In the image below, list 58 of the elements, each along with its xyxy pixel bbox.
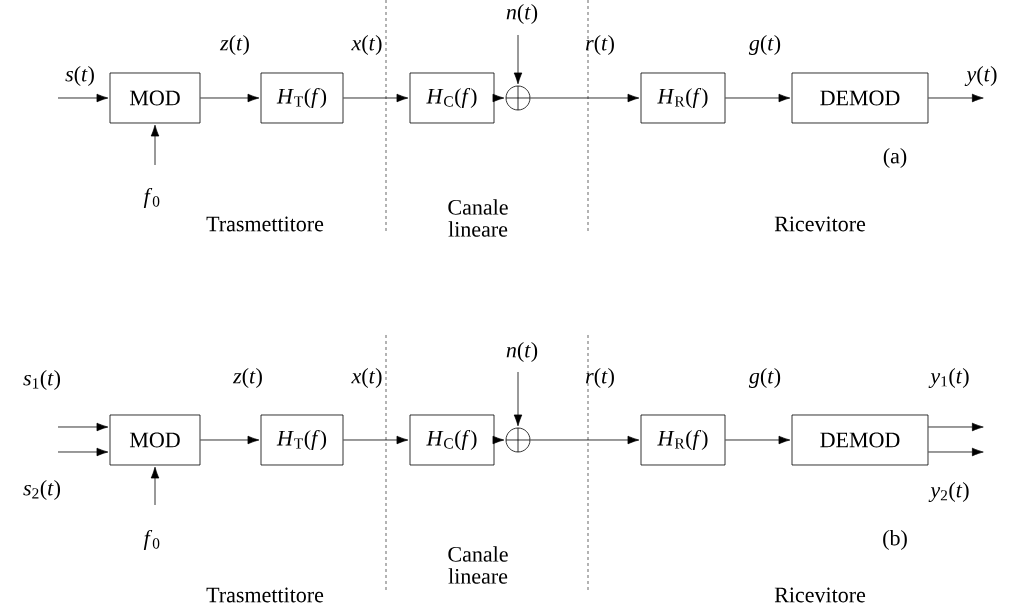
signal-label: y(t) — [964, 66, 997, 86]
arrow — [725, 435, 791, 445]
block-box: DEMOD — [791, 414, 929, 466]
block-box: DEMOD — [791, 72, 929, 124]
signal-label: s$_{1}$(t) — [23, 370, 61, 390]
section-label: Trasmettitore — [206, 587, 324, 603]
arrow — [492, 93, 505, 103]
adder-circle — [505, 85, 531, 111]
adder-circle — [505, 427, 531, 453]
arrow — [150, 466, 160, 506]
signal-label: g(t) — [748, 35, 781, 55]
section-label: Ricevitore — [774, 216, 866, 232]
arrow — [200, 435, 260, 445]
signal-label: y$_{2}$(t) — [928, 482, 969, 502]
signal-label: r(t) — [586, 35, 614, 55]
signal-label: x(t) — [351, 368, 382, 388]
signal-label: g(t) — [748, 368, 781, 388]
arrow — [513, 371, 523, 427]
arrow — [200, 93, 260, 103]
block-box: MOD — [109, 414, 201, 466]
section-label: Ricevitore — [774, 587, 866, 603]
arrow — [928, 422, 984, 432]
signal-label: y$_{1}$(t) — [928, 368, 969, 388]
section-label: Canale lineare — [448, 199, 508, 237]
signal-label: r(t) — [586, 368, 614, 388]
section-label: (b) — [883, 530, 907, 550]
arrow — [150, 124, 160, 166]
signal-label: n(t) — [506, 4, 538, 24]
signal-label: z(t) — [219, 35, 249, 55]
block-box: H$_{T}$(f) — [260, 72, 344, 124]
block-box: H$_{R}$(f) — [640, 414, 726, 466]
arrow — [725, 93, 791, 103]
arrow — [492, 435, 505, 445]
block-box: H$_{C}$(f) — [409, 72, 495, 124]
signal-label: s$_{2}$(t) — [23, 480, 61, 500]
arrow — [513, 34, 523, 85]
block-box: H$_{T}$(f) — [260, 414, 344, 466]
signal-label: x(t) — [351, 35, 382, 55]
section-label: Canale lineare — [448, 546, 508, 584]
signal-label: z(t) — [232, 368, 262, 388]
signal-label: f$_{0}$ — [143, 529, 160, 551]
signal-label: n(t) — [506, 342, 538, 362]
arrow — [343, 435, 409, 445]
block-box: H$_{C}$(f) — [409, 414, 495, 466]
section-label: (a) — [883, 148, 907, 168]
signal-label: f$_{0}$ — [143, 187, 160, 209]
arrow — [57, 447, 109, 457]
arrow — [530, 435, 640, 445]
arrow — [343, 93, 409, 103]
arrow — [530, 93, 640, 103]
block-box: MOD — [109, 72, 201, 124]
arrow — [928, 447, 984, 457]
section-label: Trasmettitore — [206, 216, 324, 232]
arrow — [57, 422, 109, 432]
signal-label: s(t) — [65, 66, 94, 86]
block-box: H$_{R}$(f) — [640, 72, 726, 124]
arrow — [928, 93, 984, 103]
arrow — [57, 93, 109, 103]
